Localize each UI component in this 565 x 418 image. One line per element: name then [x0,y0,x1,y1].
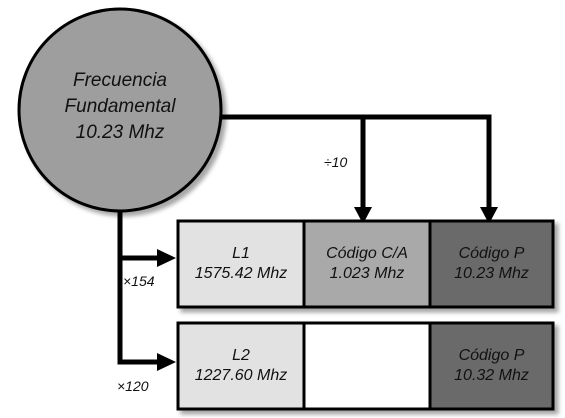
arrowheads [157,207,498,371]
code-p-1-name: Código P [458,245,525,262]
l1-value: 1575.42 Mhz [194,265,288,282]
cell-code-p-2 [428,321,555,411]
code-p-1-value: 10.23 Mhz [454,265,529,282]
l2-name: L2 [232,347,250,364]
source-line-3: 10.23 Mhz [75,122,165,143]
arrowhead-p [480,207,498,224]
source-line-2: Fundamental [64,96,176,117]
fundamental-frequency-circle [17,7,223,213]
cell-code-p-1 [428,219,555,309]
l2-value: 1227.60 Mhz [194,367,288,384]
row-1 [176,219,555,309]
connectors [117,114,492,365]
arrowhead-l1 [157,249,176,267]
arrowhead-ca [354,207,372,224]
cell-l2 [176,321,306,411]
arrowhead-l2 [157,353,176,371]
multiply-154-label: ×154 [123,273,155,289]
cell-empty [302,321,432,411]
code-p-2-label: Código P 10.32 Mhz [430,346,553,386]
source-label: Frecuencia Fundamental 10.23 Mhz [35,68,205,146]
cell-l1 [176,219,306,309]
code-p-2-value: 10.32 Mhz [454,367,529,384]
l1-name: L1 [232,245,250,262]
code-p-1-label: Código P 10.23 Mhz [430,244,553,284]
source-line-1: Frecuencia [73,70,167,91]
connector-to-l1 [117,206,160,261]
l2-label: L2 1227.60 Mhz [178,346,304,386]
multiply-120-label: ×120 [117,378,149,394]
connector-to-l2 [117,256,160,365]
cell-code-ca [302,219,432,309]
code-ca-value: 1.023 Mhz [329,265,405,282]
code-ca-name: Código C/A [326,245,408,262]
divide-label: ÷10 [324,154,348,170]
l1-label: L1 1575.42 Mhz [178,244,304,284]
code-ca-label: Código C/A 1.023 Mhz [304,244,430,284]
row-2 [176,321,555,411]
code-p-2-name: Código P [458,347,525,364]
